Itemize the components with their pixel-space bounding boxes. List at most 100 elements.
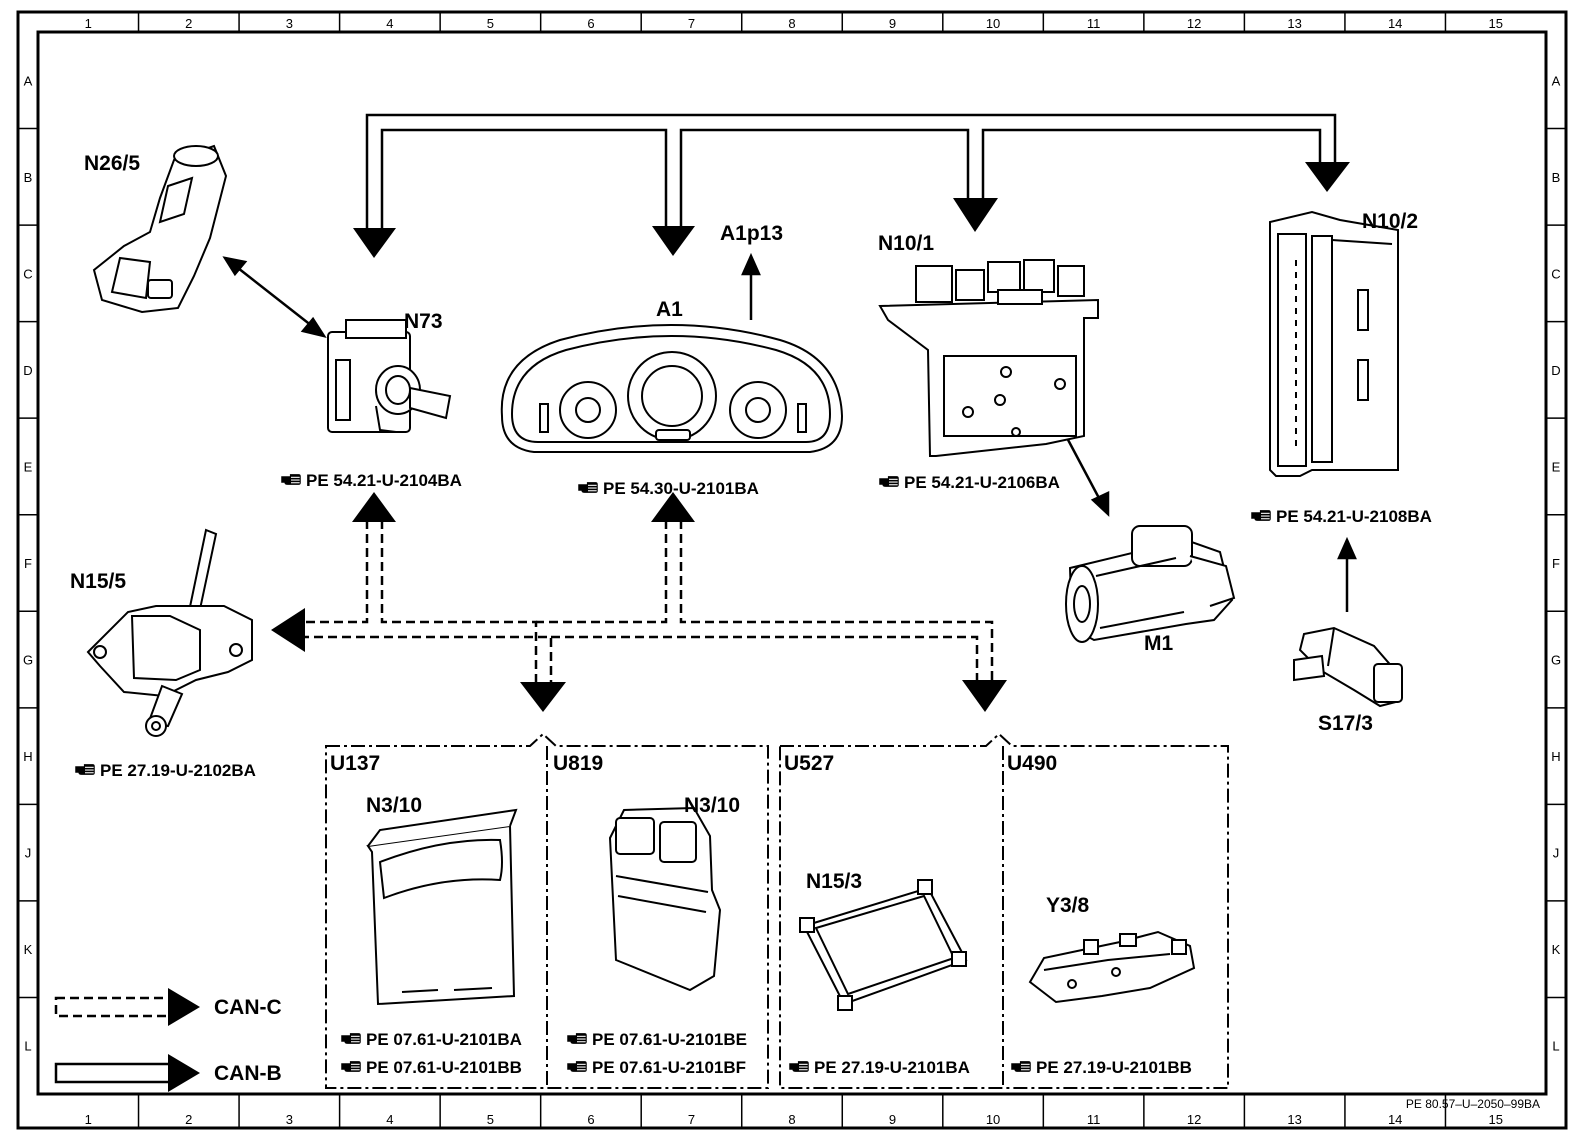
- reference-codes: PE 54.21-U-2104BA PE 54.30-U-2101BA PE 5…: [74, 471, 1432, 1077]
- grid-row-label: E: [24, 459, 33, 474]
- grid-row-label: C: [1551, 266, 1560, 281]
- grid-column-label: 13: [1287, 16, 1301, 31]
- ref-u490: PE 27.19-U-2101BB: [1036, 1058, 1192, 1077]
- grid-row-label: B: [24, 170, 33, 185]
- grid-column-label: 7: [688, 16, 695, 31]
- label-u527: U527: [784, 752, 834, 775]
- legend: CAN-C CAN-B: [54, 988, 282, 1092]
- legend-can-b-label: CAN-B: [214, 1062, 282, 1085]
- label-n15-5: N15/5: [70, 570, 126, 593]
- can-b-bus: [365, 113, 1337, 232]
- label-n3-10-u819: N3/10: [684, 794, 740, 817]
- pointing-hand-icon: [74, 763, 96, 776]
- ref-u137-2: PE 07.61-U-2101BB: [366, 1058, 522, 1077]
- grid-column-label: 11: [1087, 1112, 1101, 1127]
- grid-row-label: G: [1551, 653, 1561, 668]
- grid-labels: 1122334455667788991010111112121313141415…: [23, 16, 1561, 1127]
- grid-column-label: 8: [788, 1112, 795, 1127]
- grid-column-label: 15: [1488, 16, 1502, 31]
- component-labels: N26/5 N73 A1 A1p13 N10/1 N10/2 N15/5 M1 …: [70, 152, 1418, 917]
- pointing-hand-icon: [566, 1060, 588, 1073]
- label-s17-3: S17/3: [1318, 712, 1373, 735]
- grid-row-label: E: [1552, 459, 1561, 474]
- u527-module-drawing: [799, 879, 968, 1011]
- grid-row-label: F: [1552, 556, 1560, 571]
- u819-ecu-drawing: [608, 806, 722, 992]
- grid-column-label: 9: [889, 16, 896, 31]
- grid-column-label: 8: [788, 16, 795, 31]
- group-labels: U137 U819 U527 U490: [330, 752, 1057, 775]
- grid-row-label: G: [23, 653, 33, 668]
- n26-5-switch-drawing: [92, 144, 228, 314]
- grid-row-label: K: [1552, 942, 1561, 957]
- n10-2-module-drawing: [1269, 210, 1399, 477]
- s17-3-switch-drawing: [1293, 626, 1403, 708]
- grid-column-label: 5: [487, 1112, 494, 1127]
- grid-row-label: L: [1552, 1039, 1559, 1054]
- u137-ecu-drawing: [366, 808, 518, 1006]
- grid-column-label: 7: [688, 1112, 695, 1127]
- grid-column-label: 12: [1187, 16, 1201, 31]
- n73-module-drawing: [327, 319, 452, 433]
- grid-column-label: 3: [286, 1112, 293, 1127]
- ref-a1: PE 54.30-U-2101BA: [603, 479, 759, 498]
- grid-column-label: 9: [889, 1112, 896, 1127]
- grid-column-label: 4: [386, 1112, 393, 1127]
- m1-starter-motor-drawing: [1065, 525, 1236, 643]
- grid-column-label: 6: [587, 16, 594, 31]
- grid-column-label: 3: [286, 16, 293, 31]
- grid-row-label: B: [1552, 170, 1561, 185]
- grid-row-label: K: [24, 942, 33, 957]
- grid-column-label: 5: [487, 16, 494, 31]
- pointing-hand-icon: [1250, 509, 1272, 522]
- pointing-hand-icon: [340, 1060, 362, 1073]
- label-n26-5: N26/5: [84, 152, 140, 175]
- grid-column-label: 4: [386, 16, 393, 31]
- n15-5-selector-drawing: [86, 528, 253, 737]
- grid-row-label: C: [23, 266, 32, 281]
- u490-valve-body-drawing: [1028, 930, 1196, 1004]
- legend-can-c-symbol: [54, 988, 200, 1026]
- label-n10-2: N10/2: [1362, 210, 1418, 233]
- grid-row-label: J: [1553, 846, 1560, 861]
- grid-row-label: H: [23, 749, 32, 764]
- document-id: PE 80.57–U–2050–99BA: [1406, 1097, 1540, 1111]
- grid-row-label: H: [1551, 749, 1560, 764]
- grid-row-label: J: [25, 846, 32, 861]
- label-n15-3: N15/3: [806, 870, 862, 893]
- legend-can-b-symbol: [54, 1054, 200, 1092]
- grid-column-label: 15: [1488, 1112, 1502, 1127]
- grid-column-label: 2: [185, 1112, 192, 1127]
- label-n73: N73: [404, 310, 443, 333]
- can-c-arrowheads: [271, 492, 1007, 712]
- n10-1-fuse-box-drawing: [878, 259, 1099, 457]
- label-u819: U819: [553, 752, 603, 775]
- grid-column-label: 13: [1287, 1112, 1301, 1127]
- drawing-frame: [16, 10, 1568, 1130]
- ref-u137-1: PE 07.61-U-2101BA: [366, 1030, 522, 1049]
- can-b-arrowheads: [353, 162, 1350, 258]
- grid-column-label: 10: [986, 16, 1000, 31]
- ref-n10-1: PE 54.21-U-2106BA: [904, 473, 1060, 492]
- pointing-hand-icon: [340, 1032, 362, 1045]
- label-y3-8: Y3/8: [1046, 894, 1090, 917]
- grid-column-label: 1: [85, 16, 92, 31]
- ref-u819-1: PE 07.61-U-2101BE: [592, 1030, 747, 1049]
- grid-row-label: D: [1551, 363, 1560, 378]
- ref-u527: PE 27.19-U-2101BA: [814, 1058, 970, 1077]
- label-n3-10-u137: N3/10: [366, 794, 422, 817]
- label-n10-1: N10/1: [878, 232, 934, 255]
- grid-row-label: A: [24, 73, 33, 88]
- label-a1p13: A1p13: [720, 222, 783, 245]
- pointing-hand-icon: [566, 1032, 588, 1045]
- ref-n15-5: PE 27.19-U-2102BA: [100, 761, 256, 780]
- grid-row-label: A: [1552, 73, 1561, 88]
- legend-can-c-label: CAN-C: [214, 996, 282, 1019]
- grid-row-label: D: [23, 363, 32, 378]
- pointing-hand-icon: [280, 473, 302, 486]
- label-u137: U137: [330, 752, 380, 775]
- grid-column-label: 6: [587, 1112, 594, 1127]
- can-c-bus: [300, 520, 994, 682]
- grid-column-label: 10: [986, 1112, 1000, 1127]
